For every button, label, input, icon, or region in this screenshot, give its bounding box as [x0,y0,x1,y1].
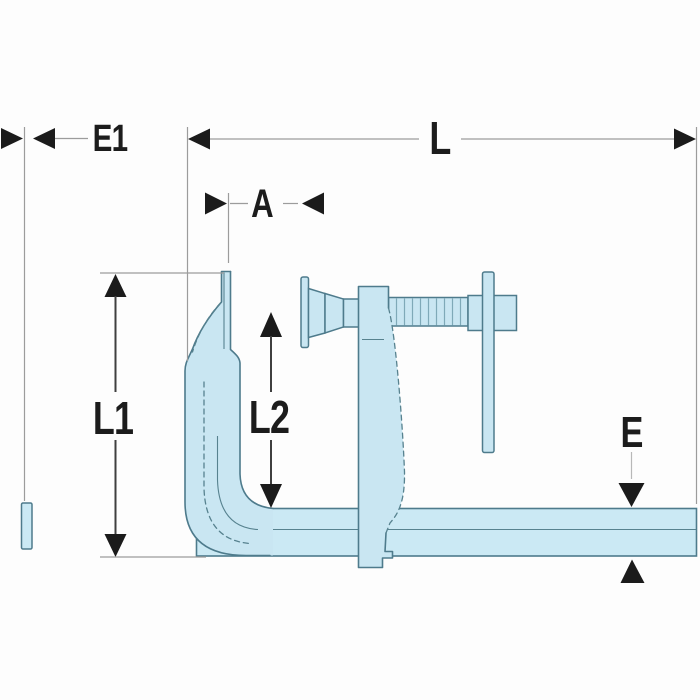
rail-end-view [20,502,33,550]
arrow-up-icon [260,312,282,337]
sliding-arm-solid-edge [357,285,394,569]
swivel-pad [300,276,310,349]
frame-ridge-corner-line [216,436,259,531]
sliding-arm [357,285,406,569]
clamp-frame [184,270,274,557]
screw-assembly [300,271,518,454]
dimension-label-e1: E1 [93,118,128,160]
sliding-arm-body [358,286,405,568]
screw-cone-back [324,292,345,335]
arrow-up-icon [620,559,645,583]
dimension-a: A [205,181,324,263]
frame-ridge-dashed-corner [203,381,251,545]
handle-rod [481,271,495,454]
frame-body [185,271,273,556]
frame-inner-edge [229,270,274,510]
screw-thread-lines [395,298,462,326]
arrow-down-icon [260,484,282,508]
arrow-up-icon [104,274,127,297]
dimension-label-e: E [620,408,642,457]
arrow-down-icon [618,483,645,507]
screw-cone-front [307,287,326,339]
dimension-label-l2: L2 [249,392,289,443]
arrow-right-icon [1,128,23,149]
rail-end-bar [20,502,33,550]
arrow-down-icon [104,534,127,557]
sliding-arm-taper-dashed-edge [385,307,406,534]
screw-shaft [342,298,361,328]
arrow-left-icon [33,128,55,149]
dimension-l1: L1 [93,272,224,558]
arrow-left-icon [188,128,210,150]
frame-ridge-dashed-top [191,302,222,353]
dimension-label-a: A [251,181,273,226]
dimension-label-l: L [429,113,450,164]
rail-bar [195,507,698,557]
arrow-right-icon [674,128,696,150]
arrow-right-icon [205,192,227,215]
dimension-l: L [186,113,698,504]
arrow-left-icon [302,192,324,215]
dimension-e: E [618,408,645,583]
dimension-label-l1: L1 [93,393,133,444]
dimension-l2: L2 [249,312,290,508]
dimension-e1: E1 [1,118,128,501]
rail [195,507,698,557]
